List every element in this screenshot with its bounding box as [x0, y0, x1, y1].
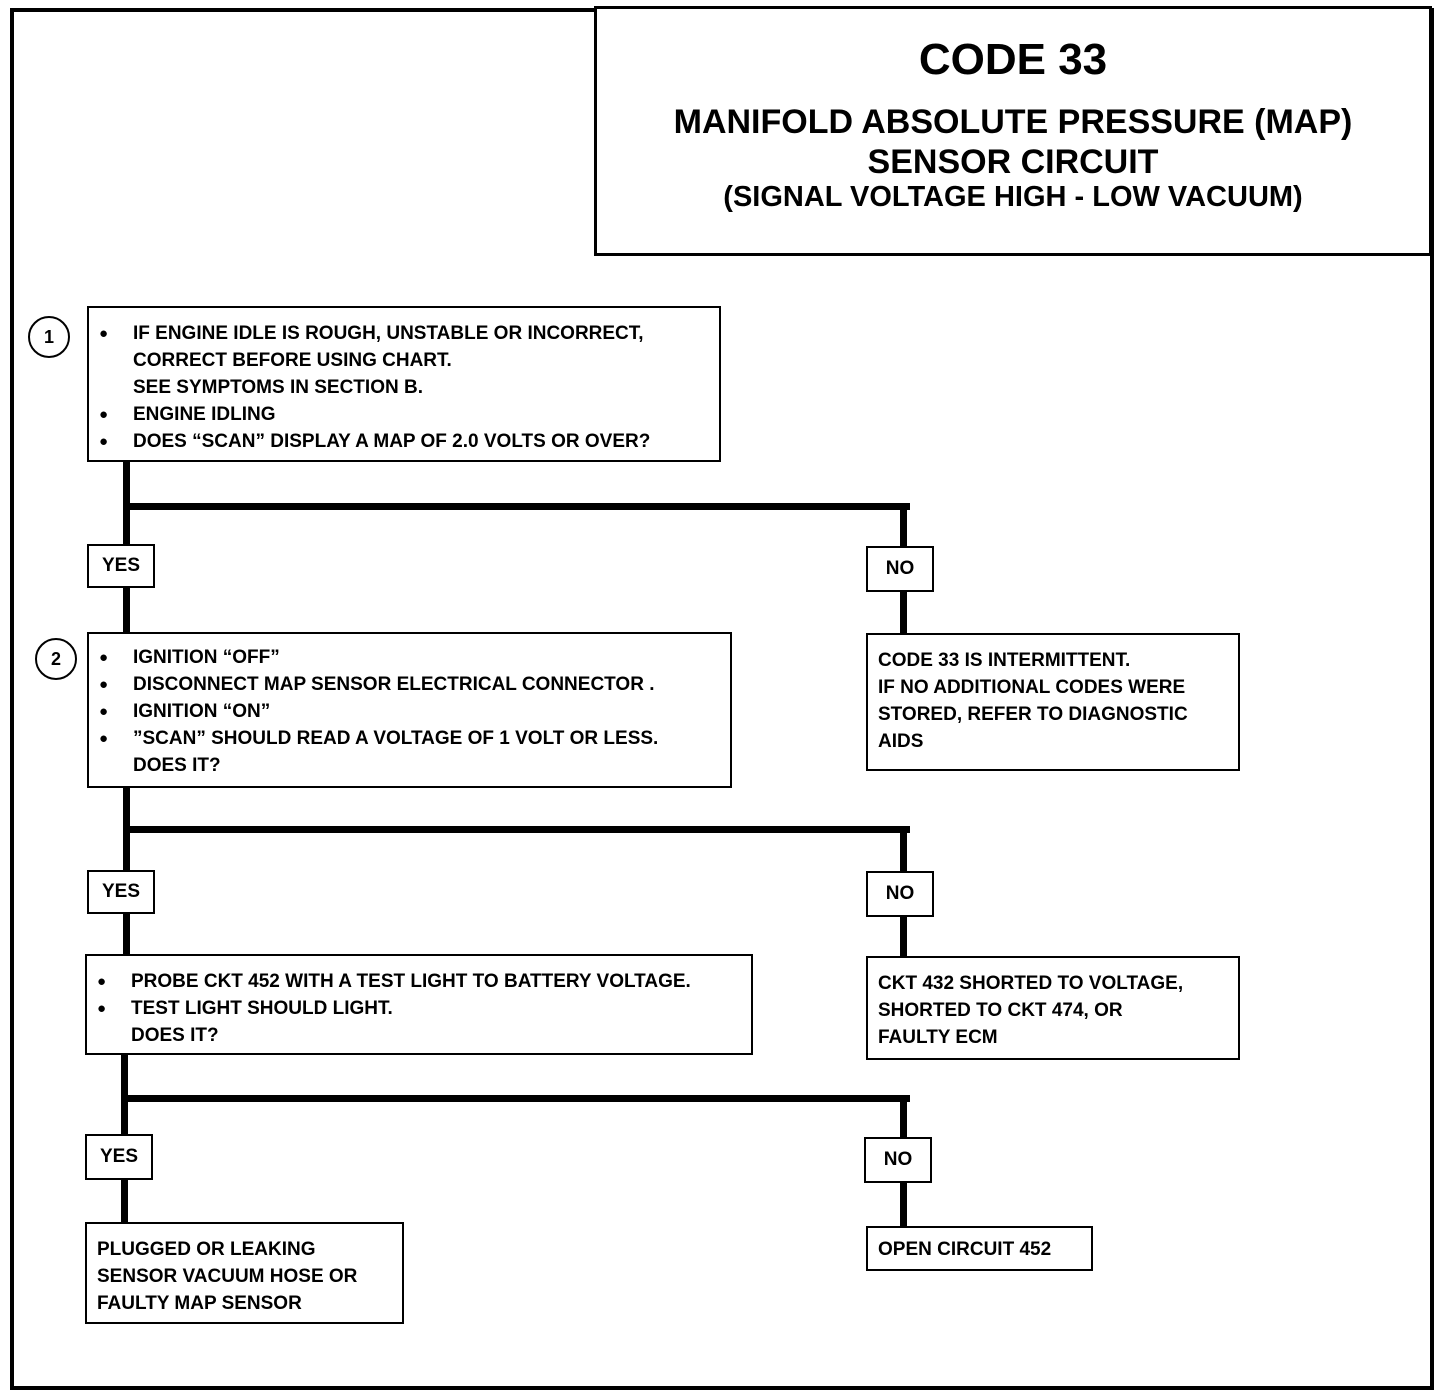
step-3-bullet: PROBE CKT 452 WITH A TEST LIGHT TO BATTE…	[87, 968, 751, 995]
title-box: CODE 33 MANIFOLD ABSOLUTE PRESSURE (MAP)…	[594, 6, 1432, 256]
step-3-box: PROBE CKT 452 WITH A TEST LIGHT TO BATTE…	[85, 954, 753, 1055]
step-2-bullet: DISCONNECT MAP SENSOR ELECTRICAL CONNECT…	[89, 671, 730, 698]
title-line-3: (SIGNAL VOLTAGE HIGH - LOW VACUUM)	[723, 181, 1303, 213]
step-2-bullet: IGNITION “OFF”	[89, 644, 730, 671]
step-1-bullet: DOES “SCAN” DISPLAY A MAP OF 2.0 VOLTS O…	[89, 428, 719, 455]
yes-label: YES	[87, 870, 155, 914]
connector-line	[121, 1095, 910, 1102]
step-2-box: IGNITION “OFF” DISCONNECT MAP SENSOR ELE…	[87, 632, 732, 788]
step-2-bullet: IGNITION “ON”	[89, 698, 730, 725]
step-1-box: IF ENGINE IDLE IS ROUGH, UNSTABLE OR INC…	[87, 306, 721, 462]
step-3-bullet: TEST LIGHT SHOULD LIGHT. DOES IT?	[87, 995, 751, 1049]
connector-line	[123, 503, 910, 510]
yes-label: YES	[85, 1134, 153, 1180]
step-1-bullet: IF ENGINE IDLE IS ROUGH, UNSTABLE OR INC…	[89, 320, 719, 401]
no-label: NO	[866, 546, 934, 592]
step-1-bullet: ENGINE IDLING	[89, 401, 719, 428]
step-number-2: 2	[35, 638, 77, 680]
connector-line	[123, 826, 910, 833]
no-label: NO	[864, 1137, 932, 1183]
title-code: CODE 33	[918, 35, 1108, 84]
yes-label: YES	[87, 544, 155, 588]
title-line-2: SENSOR CIRCUIT	[867, 143, 1159, 181]
result-ckt432: CKT 432 SHORTED TO VOLTAGE, SHORTED TO C…	[866, 956, 1240, 1060]
result-intermittent: CODE 33 IS INTERMITTENT. IF NO ADDITIONA…	[866, 633, 1240, 771]
result-open-circuit: OPEN CIRCUIT 452	[866, 1226, 1093, 1271]
step-2-bullet: ”SCAN” SHOULD READ A VOLTAGE OF 1 VOLT O…	[89, 725, 730, 779]
no-label: NO	[866, 871, 934, 917]
step-number-1: 1	[28, 316, 70, 358]
result-plugged: PLUGGED OR LEAKING SENSOR VACUUM HOSE OR…	[85, 1222, 404, 1324]
title-line-1: MANIFOLD ABSOLUTE PRESSURE (MAP)	[673, 103, 1353, 141]
